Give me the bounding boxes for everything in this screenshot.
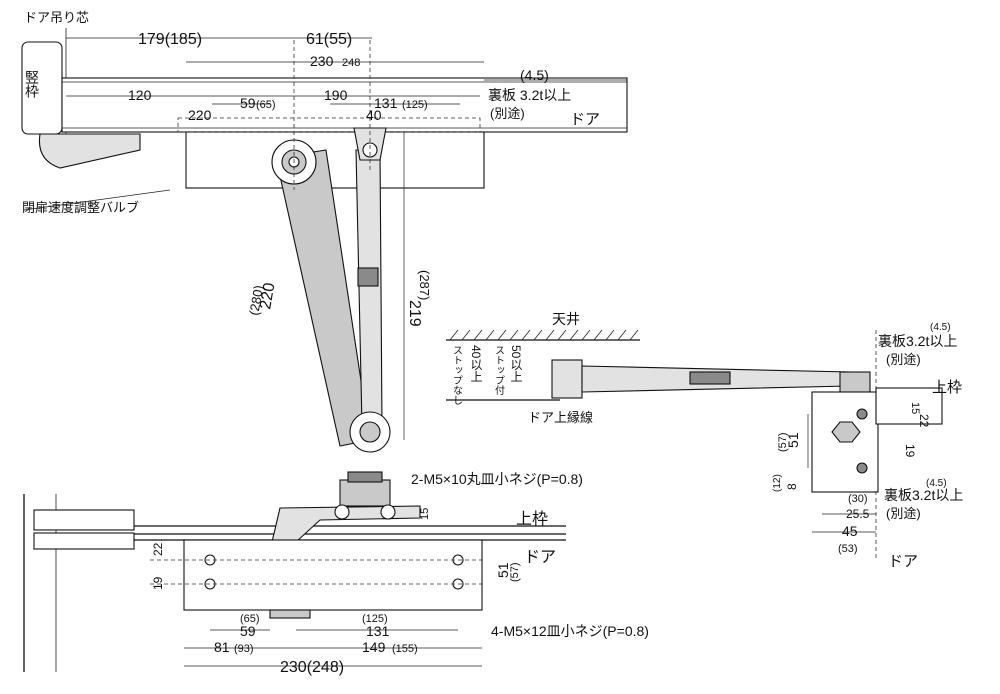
door-pivot-center-label: ドア吊り芯 [24, 10, 89, 25]
dim-125-top: (125) [402, 99, 428, 111]
dim-287: (287) [417, 270, 432, 300]
side-dim-4-5-top: (4.5) [930, 322, 951, 333]
backing-plate-label: 裏板 3.2t以上 [488, 87, 571, 103]
side-dim-15: 15 [909, 402, 921, 414]
backing-plate-label-c: 裏板3.2t以上 [884, 487, 963, 503]
with-stop-label: ストップ付 [493, 345, 505, 396]
front-dim-131: 131 [366, 623, 390, 639]
door-label-side: ドア [888, 553, 918, 570]
side-dim-4-5-bottom: (4.5) [926, 478, 947, 489]
front-dim-19: 19 [151, 576, 165, 590]
dim-59-top: 59 [240, 95, 256, 111]
side-dim-53: (53) [838, 543, 858, 555]
side-dim-12: (12) [772, 474, 783, 492]
no-stop-label: ストップなし [451, 345, 462, 405]
plan-view: ドア吊り芯 竪枠 179(185) 61(55) 230 [21, 10, 628, 453]
door-label-plan: ドア [570, 111, 600, 128]
arm-280: (280) [246, 284, 266, 317]
side-dim-45: 45 [842, 523, 858, 539]
door-label-front: ドア [524, 549, 556, 566]
side-dim-57: (57) [777, 432, 789, 452]
elevation-view: 天井 ストップなし 40以上 ストップ付 50以上 ドア上縁線 上枠 (4.5)… [446, 311, 963, 570]
upper-frame-label: 上枠 [516, 510, 548, 528]
dim-120: 120 [128, 87, 152, 103]
dim-219: 219 [406, 300, 423, 327]
screw-top-label: 2-M5×10丸皿小ネジ(P=0.8) [411, 471, 583, 487]
side-dim-19: 19 [903, 444, 917, 458]
min40-label: 40以上 [469, 345, 483, 382]
side-dim-25-5: 25.5 [846, 507, 870, 521]
dim-248-top: 248 [342, 57, 360, 69]
side-dim-51: 51 [785, 432, 801, 448]
main-arm [275, 149, 371, 447]
side-dim-8: 8 [785, 483, 799, 490]
speed-valve-label: 閉扉速度調整バルブ [22, 200, 139, 215]
front-dim-57: (57) [509, 562, 521, 582]
front-dim-51: 51 [495, 562, 511, 578]
separate-label-b: (別途) [886, 352, 921, 367]
front-dim-230: 230(248) [280, 659, 344, 676]
dim-61: 61(55) [306, 31, 352, 48]
separate-label-c: (別途) [886, 506, 921, 521]
ceiling-label: 天井 [552, 311, 580, 327]
dim-179: 179(185) [138, 31, 202, 48]
dim-65-top: (65) [256, 99, 276, 111]
front-dim-155: (155) [392, 643, 418, 655]
front-dim-59: 59 [240, 623, 256, 639]
door-top-line-label: ドア上縁線 [528, 410, 593, 425]
dim-190: 190 [324, 87, 348, 103]
jamb-label: 竪枠 [24, 70, 40, 98]
front-dim-65: (65) [240, 613, 260, 625]
dim-220-horiz: 220 [188, 107, 212, 123]
front-dim-125: (125) [362, 613, 388, 625]
backing-plate-label-b: 裏板3.2t以上 [878, 333, 957, 349]
closer-body-front [183, 539, 483, 611]
dim-40: 40 [366, 107, 382, 123]
arm-220: 220 [257, 281, 278, 310]
min50-label: 50以上 [509, 345, 523, 382]
front-dim-15: 15 [419, 508, 431, 520]
hinge-shape [38, 133, 141, 169]
front-dim-81: 81 [214, 639, 230, 655]
front-dim-22: 22 [151, 542, 165, 556]
front-dim-149: 149 [362, 639, 386, 655]
front-view: 上枠 ドア 2-M5×10丸皿小ネジ(P=0.8) 4-M5×12皿小ネジ(P=… [23, 471, 649, 676]
screw-bottom-label: 4-M5×12皿小ネジ(P=0.8) [491, 623, 649, 639]
side-dim-22: 22 [917, 414, 931, 428]
dim-230-top: 230 [310, 53, 334, 69]
closer-body-plan [185, 131, 485, 189]
dim-131-top: 131 [374, 95, 398, 111]
separate-label: (別途) [490, 106, 525, 121]
upper-frame-label-b: 上枠 [932, 379, 962, 396]
front-dim-93: (93) [234, 643, 254, 655]
door-leaf [61, 77, 628, 133]
side-dim-30: (30) [848, 493, 868, 505]
dim-4-5-top: (4.5) [520, 67, 549, 83]
